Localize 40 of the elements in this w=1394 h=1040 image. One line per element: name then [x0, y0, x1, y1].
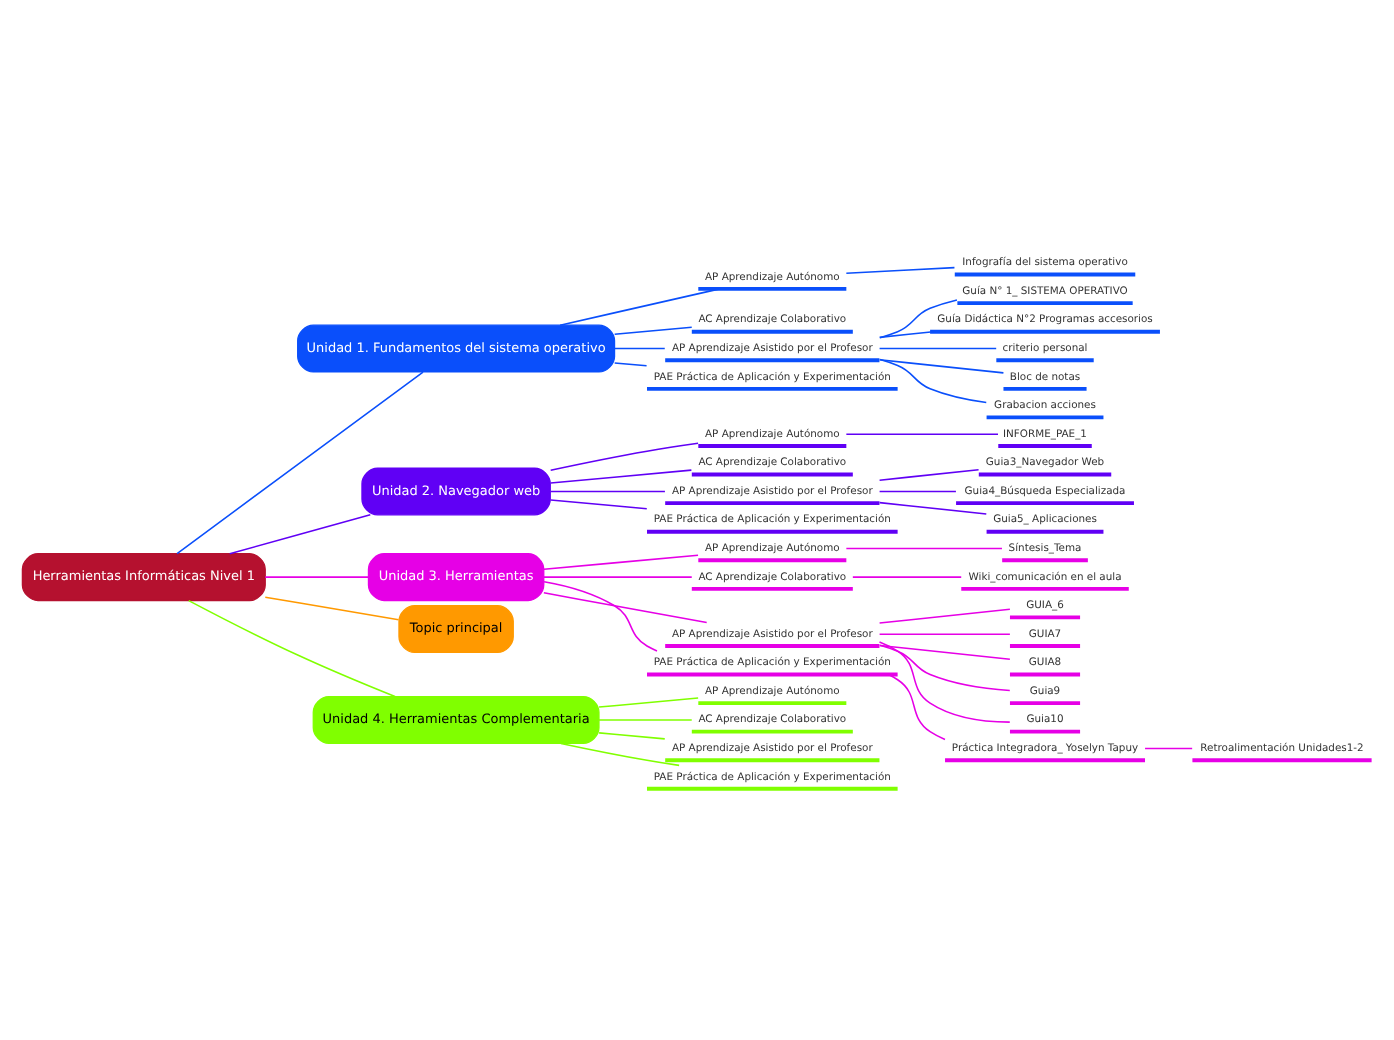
connector — [878, 644, 1011, 661]
connector — [549, 499, 648, 510]
connector — [878, 359, 1005, 374]
connector — [845, 547, 1003, 550]
connector — [543, 576, 693, 578]
connector — [878, 608, 1011, 624]
connector — [845, 433, 999, 436]
connector — [560, 742, 680, 767]
connector — [613, 347, 666, 350]
connector — [878, 330, 934, 339]
connector — [543, 554, 699, 571]
connector — [878, 641, 1011, 723]
connector — [879, 644, 1011, 692]
connector — [549, 469, 693, 484]
connector — [613, 362, 648, 367]
connector — [878, 469, 980, 481]
connector — [176, 371, 424, 555]
connector — [878, 347, 997, 350]
connector — [598, 732, 666, 740]
connector — [264, 576, 370, 578]
connector — [549, 490, 666, 493]
connector — [613, 326, 693, 336]
connector — [543, 580, 658, 652]
connector — [887, 673, 946, 741]
connector — [879, 299, 958, 339]
connector — [878, 490, 957, 493]
connector — [187, 599, 396, 698]
connector — [845, 266, 956, 275]
connector — [228, 514, 372, 555]
connector — [559, 288, 721, 326]
connector — [598, 697, 699, 708]
connector — [1144, 747, 1193, 750]
connector — [549, 442, 699, 471]
connector — [878, 633, 1011, 636]
connector — [878, 501, 988, 515]
connector — [264, 596, 400, 621]
connector — [879, 358, 988, 404]
connector — [598, 719, 693, 721]
connector — [543, 592, 708, 624]
connector — [852, 576, 962, 578]
